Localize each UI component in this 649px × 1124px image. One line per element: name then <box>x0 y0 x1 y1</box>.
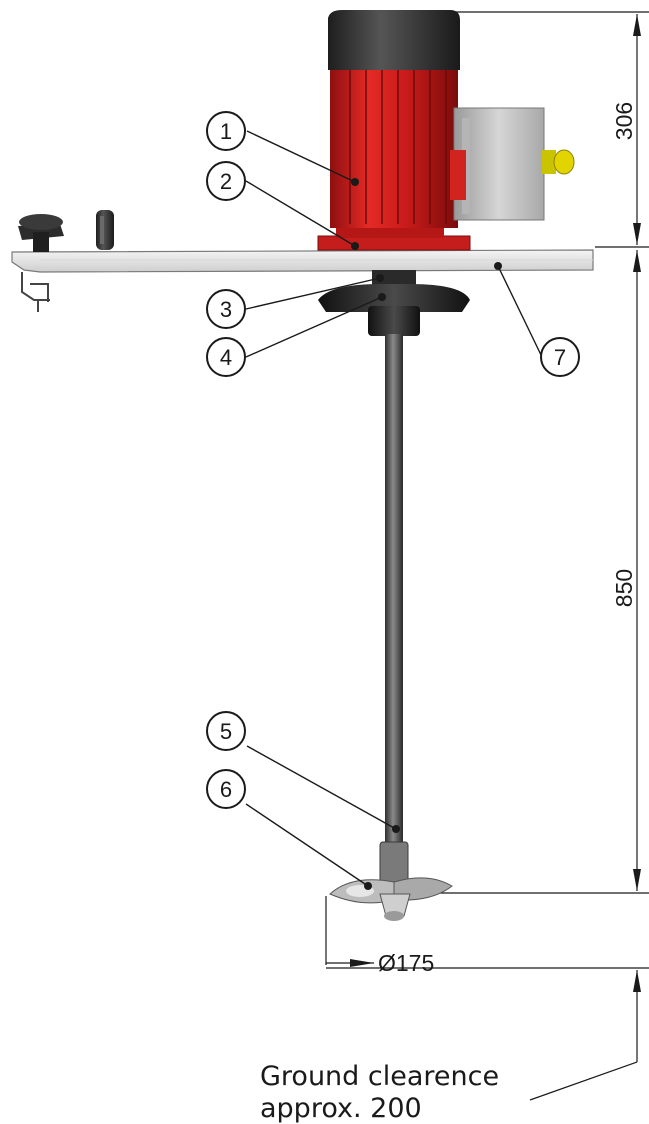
callout-6: 6 <box>206 769 246 809</box>
callout-7-label: 7 <box>554 345 566 370</box>
motor-body <box>330 66 458 228</box>
ground-clearance-line2: approx. 200 <box>260 1093 422 1124</box>
callout-3: 3 <box>206 289 246 329</box>
callout-4-label: 4 <box>220 345 232 370</box>
mounting-plate <box>11 249 594 273</box>
dimension-label-306: 306 <box>611 102 637 140</box>
clamp-knob <box>18 214 64 252</box>
locating-pin <box>96 210 114 250</box>
callout-4: 4 <box>206 337 246 377</box>
dimension-arrowheads <box>633 14 641 992</box>
callout-6-label: 6 <box>220 777 232 802</box>
diameter-arrowhead <box>350 959 374 967</box>
ground-clearance-line1: Ground clearence <box>260 1061 499 1092</box>
callout-1: 1 <box>206 111 246 151</box>
shaft <box>385 334 403 844</box>
callout-dots <box>351 178 502 890</box>
callout-2-label: 2 <box>220 169 232 194</box>
cable-gland <box>542 149 575 175</box>
motor-fan-cap <box>328 10 460 70</box>
motor-cooling-fins <box>349 70 447 224</box>
ground-leader-line <box>529 1061 638 1101</box>
callout-leaders <box>245 130 543 887</box>
callout-5: 5 <box>206 711 246 751</box>
diameter-label: Ø175 <box>378 950 434 976</box>
motor <box>317 10 575 251</box>
clamp-hook <box>21 272 50 312</box>
bearing-housing <box>318 270 470 336</box>
impeller <box>329 877 453 921</box>
callout-1-label: 1 <box>220 119 232 144</box>
callout-2: 2 <box>206 161 246 201</box>
diameter-dimension <box>325 896 374 965</box>
dimension-lines <box>326 11 649 1101</box>
callout-7: 7 <box>540 337 580 377</box>
callout-5-label: 5 <box>220 719 232 744</box>
callout-3-label: 3 <box>220 297 232 322</box>
shaft-collar <box>379 841 409 885</box>
dimension-label-850: 850 <box>611 569 637 607</box>
